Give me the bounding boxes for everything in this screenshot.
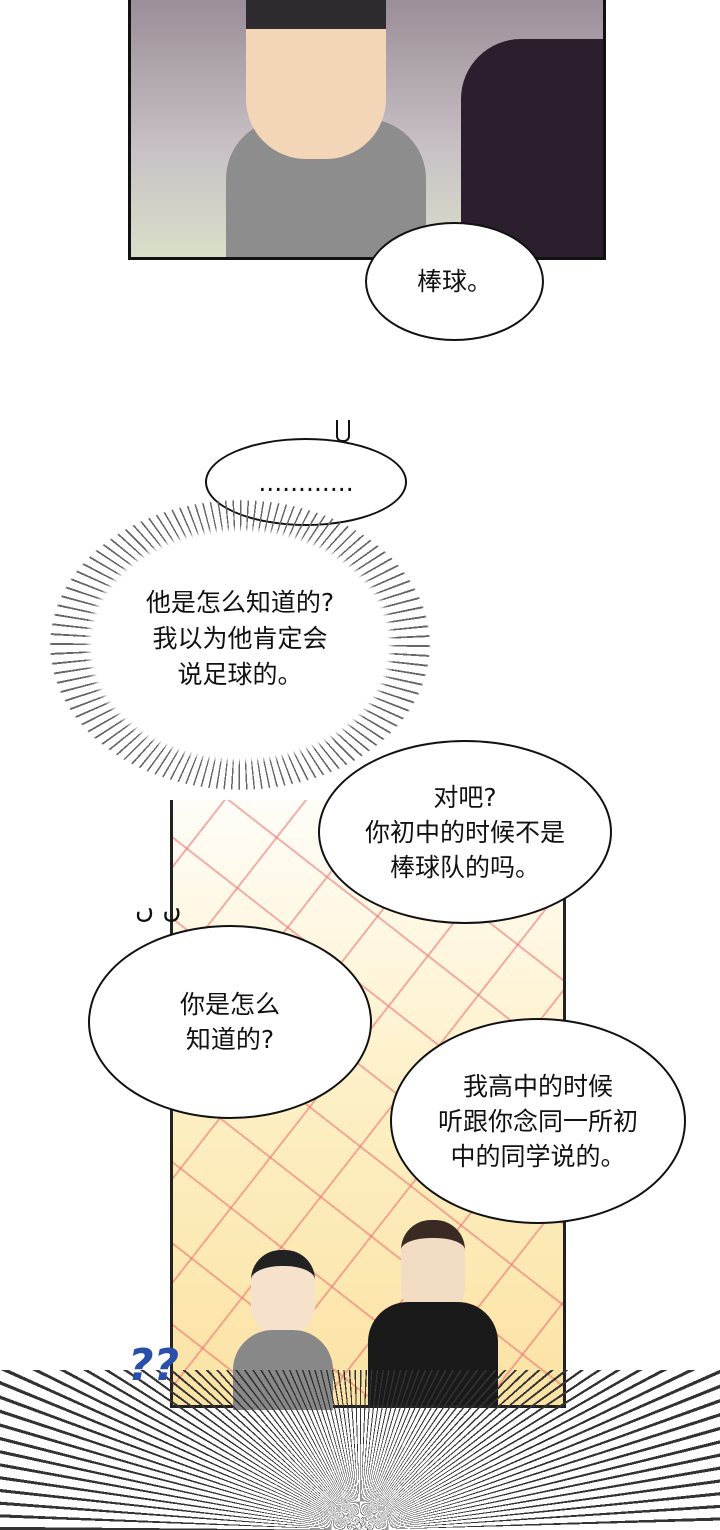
comic-panel-top xyxy=(128,0,606,260)
shock-lines xyxy=(0,1370,720,1530)
character-face xyxy=(246,0,386,159)
thought-burst-lines xyxy=(50,500,430,790)
thought-line: 他是怎么知道的? xyxy=(145,588,335,617)
thought-text: 他是怎么知道的? 我以为他肯定会 说足球的。 xyxy=(90,585,390,693)
bubble-text: 棒球队的吗。 xyxy=(389,852,540,882)
speech-bubble-baseball: 棒球。 xyxy=(365,222,544,341)
bubble-text: 你初中的时候不是 xyxy=(364,817,565,847)
bubble-text: 中的同学说的。 xyxy=(450,1141,626,1171)
sweat-mark-icon xyxy=(336,420,350,442)
question-marks-icon: ?? xyxy=(128,1340,180,1391)
bubble-text: 听跟你念同一所初 xyxy=(437,1106,638,1136)
bubble-text: 对吧? xyxy=(433,782,497,812)
speech-bubble-left: 你是怎么 知道的? xyxy=(88,925,372,1119)
sweat-marks-icon: ں ں xyxy=(135,895,182,925)
bubble-text: 知道的? xyxy=(185,1025,275,1054)
bubble-text: ............ xyxy=(258,467,354,497)
thought-line: 说足球的。 xyxy=(177,660,303,689)
speech-bubble-bottom: 我高中的时候 听跟你念同一所初 中的同学说的。 xyxy=(390,1018,686,1224)
character-dark-coat xyxy=(461,39,603,257)
thought-line: 我以为他肯定会 xyxy=(152,624,328,653)
bubble-text: 你是怎么 xyxy=(179,990,280,1019)
bubble-text: 棒球。 xyxy=(416,267,492,296)
speech-bubble-right: 对吧? 你初中的时候不是 棒球队的吗。 xyxy=(318,740,612,924)
bubble-text: 我高中的时候 xyxy=(462,1071,613,1101)
